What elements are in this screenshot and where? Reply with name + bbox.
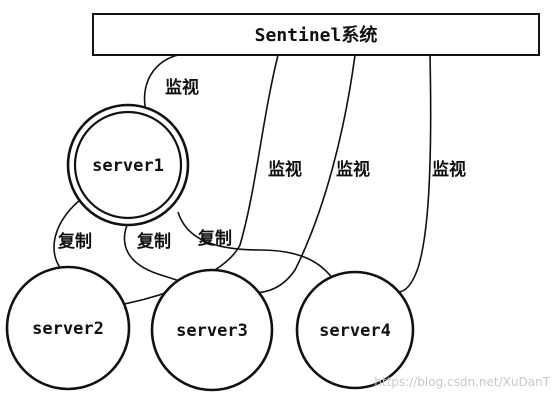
replicate-label-server2: 复制 <box>57 231 92 252</box>
server4-node <box>295 270 415 390</box>
server4-label: server4 <box>319 321 391 341</box>
server1-label: server1 <box>92 156 164 176</box>
monitor-line-server3 <box>239 54 356 294</box>
monitor-label-server1: 监视 <box>165 77 199 98</box>
server2-label: server2 <box>32 319 104 339</box>
server2-node <box>5 265 131 391</box>
replicate-label-server3: 复制 <box>136 231 171 252</box>
replicate-line-server4 <box>177 211 336 283</box>
monitor-label-server2: 监视 <box>268 159 302 180</box>
server3-label: server3 <box>176 321 248 341</box>
monitor-line-server2 <box>99 54 279 309</box>
replicate-label-server4: 复制 <box>197 228 232 249</box>
sentinel-box <box>92 13 540 56</box>
server1-inner-ring <box>73 110 183 220</box>
watermark: https://blog.csdn.net/XuDanT <box>374 375 550 389</box>
sentinel-title: Sentinel系统 <box>255 24 378 46</box>
monitor-label-server3: 监视 <box>336 159 370 180</box>
server3-node <box>150 268 274 392</box>
monitor-label-server4: 监视 <box>432 159 466 180</box>
monitor-line-server4 <box>397 54 432 293</box>
